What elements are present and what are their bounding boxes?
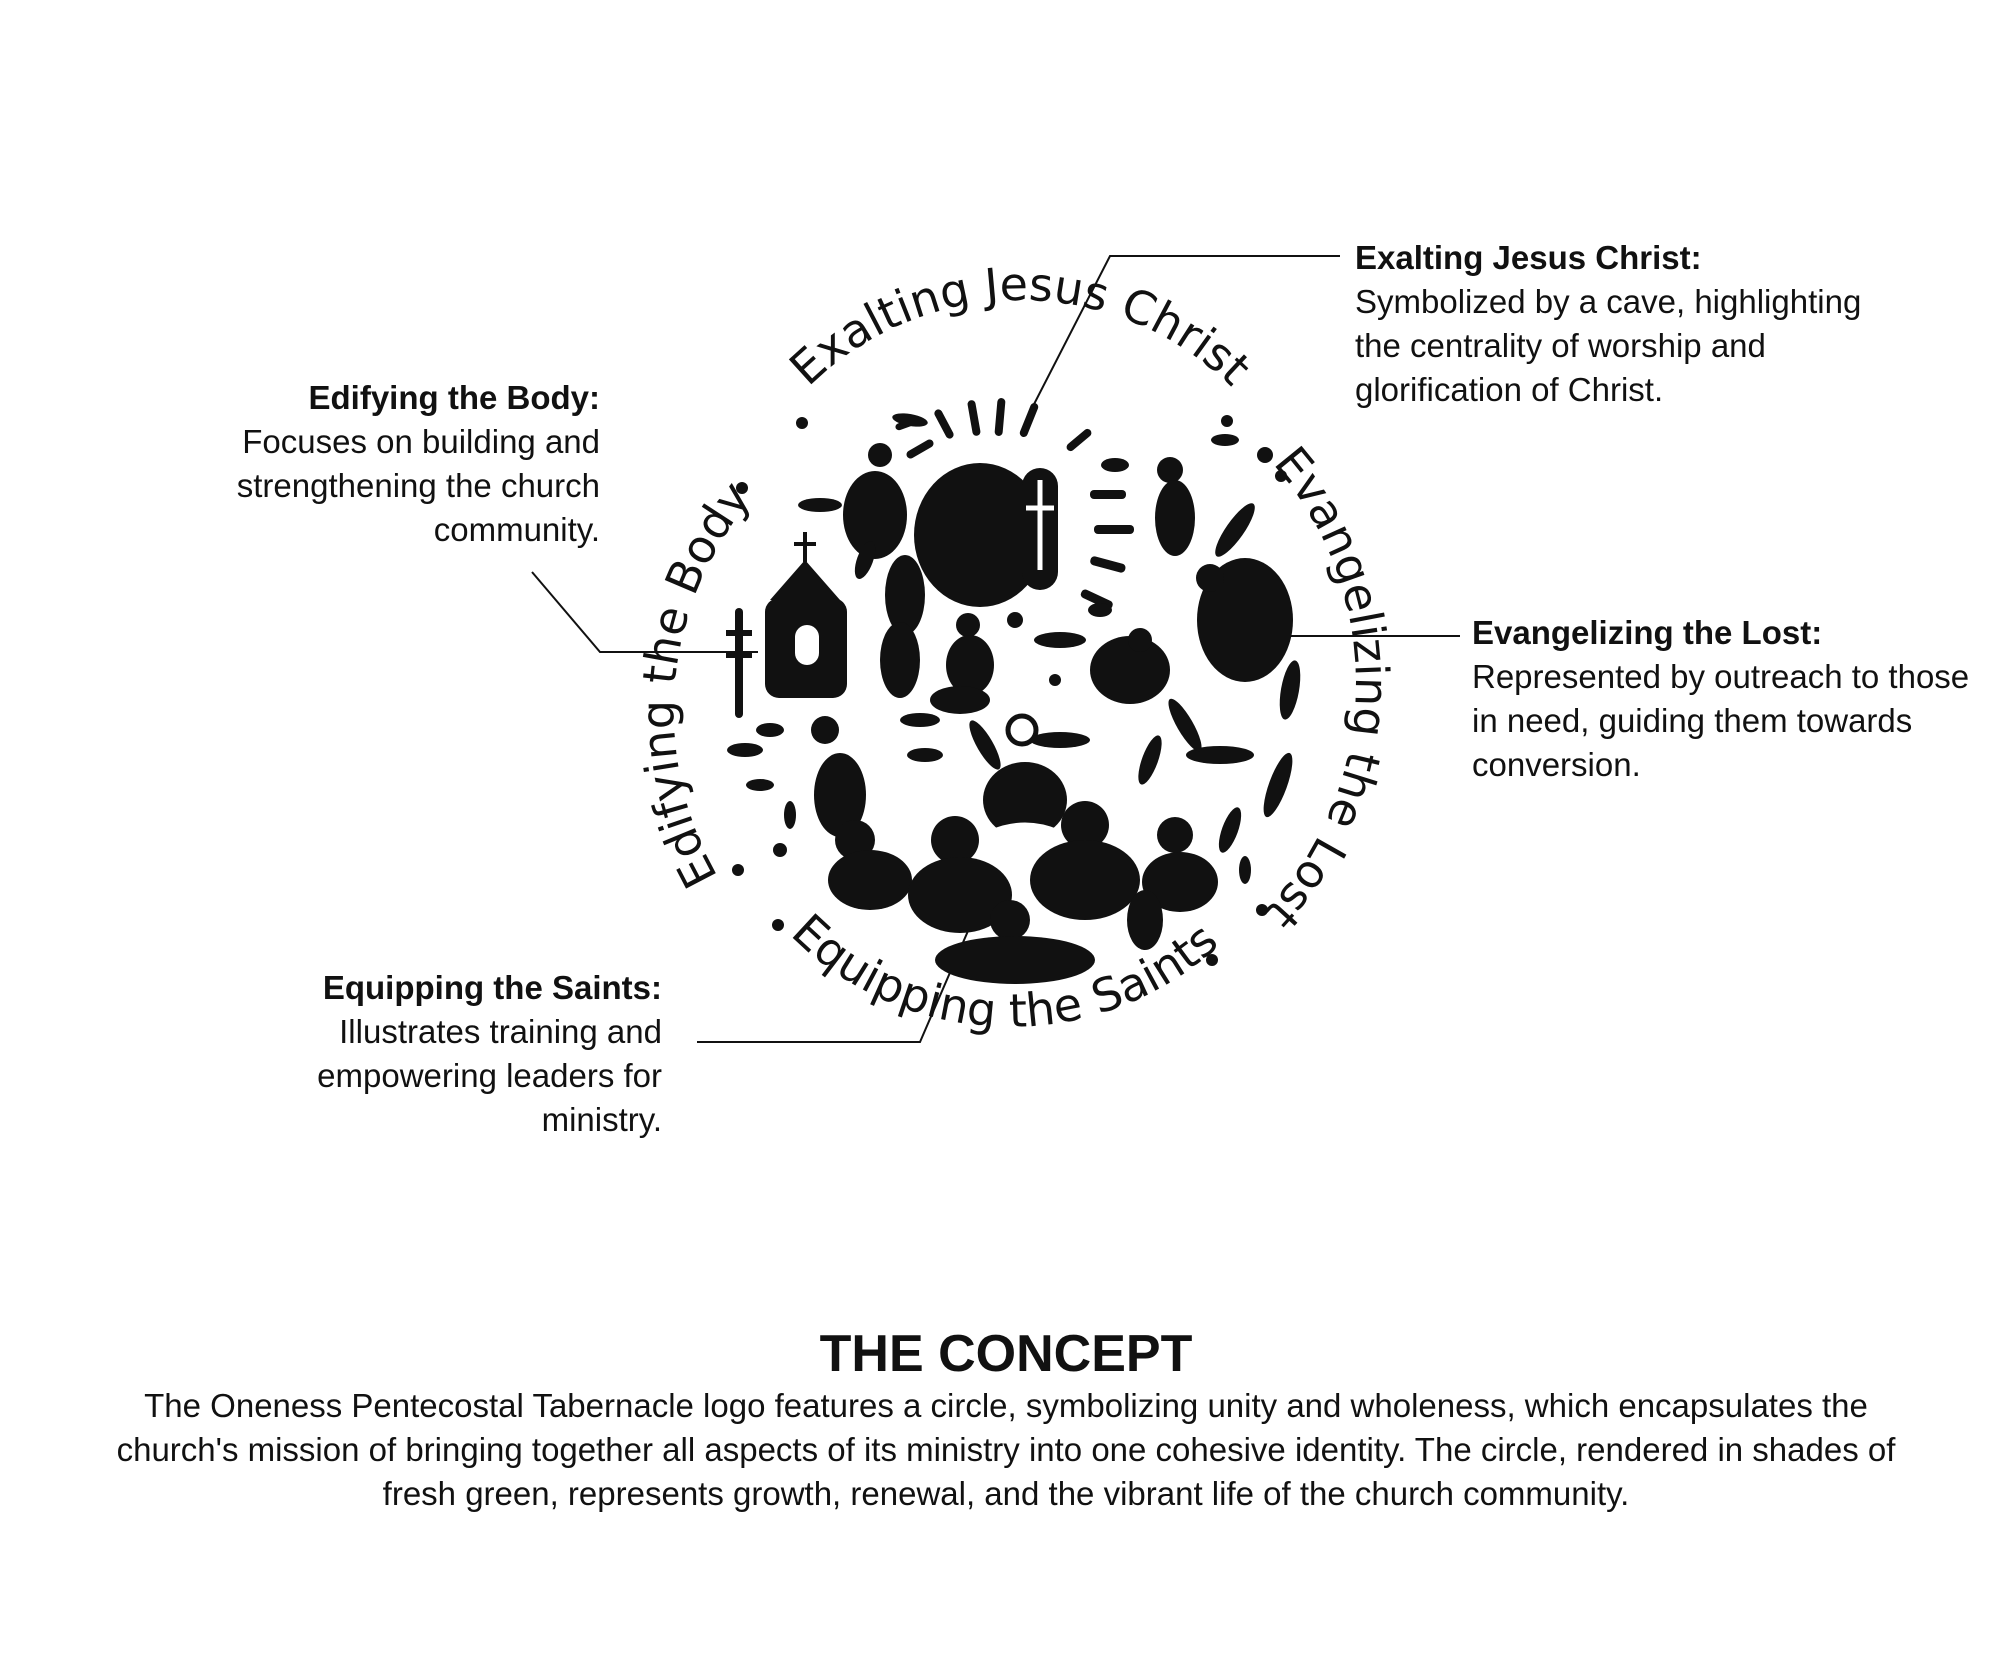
ring-label-evangelizing: Evangelizing the Lost — [1256, 436, 1399, 940]
decorative-marks — [727, 413, 1273, 884]
kneeling-figure-icon — [930, 613, 994, 714]
leader-lines — [531, 255, 1460, 1043]
callout-evangelizing: Evangelizing the Lost: Represented by ou… — [1472, 611, 1992, 787]
ring-dot — [732, 864, 744, 876]
ring-dot — [1221, 415, 1233, 427]
callout-edifying: Edifying the Body: Focuses on building a… — [150, 376, 600, 552]
callout-description: Represented by outreach to those in need… — [1472, 658, 1970, 783]
callout-title: Equipping the Saints: — [322, 969, 662, 1006]
ring-dot — [796, 417, 808, 429]
ring-dot — [1206, 954, 1218, 966]
callout-description: Illustrates training and empowering lead… — [317, 1013, 662, 1138]
ring-dot — [736, 482, 748, 494]
fish-icon — [1186, 503, 1301, 818]
callout-title: Evangelizing the Lost: — [1472, 614, 1823, 651]
teacher-figure-icon — [983, 713, 1067, 850]
ring-label-exalting: Exalting Jesus Christ — [779, 257, 1261, 396]
logo-illustration — [726, 398, 1301, 984]
people-group-icon — [811, 716, 1218, 984]
church-icon — [726, 532, 847, 718]
callout-equipping: Equipping the Saints: Illustrates traini… — [200, 966, 662, 1142]
callout-description: Symbolized by a cave, highlighting the c… — [1355, 283, 1862, 408]
leader-line-edifying — [531, 571, 758, 653]
callout-title: Edifying the Body: — [308, 379, 601, 416]
callout-description: Focuses on building and strengthening th… — [236, 423, 600, 548]
ring-dot — [772, 919, 784, 931]
ring-dot — [1275, 470, 1287, 482]
callout-title: Exalting Jesus Christ: — [1355, 239, 1702, 276]
leader-line-equipping — [697, 879, 991, 1043]
ring-dots — [732, 415, 1287, 966]
concept-title: THE CONCEPT — [819, 1325, 1193, 1383]
cave-icon — [914, 463, 1058, 607]
figure-icon — [843, 443, 925, 698]
concept-body: The Oneness Pentecostal Tabernacle logo … — [116, 1387, 1896, 1512]
callout-exalting: Exalting Jesus Christ: Symbolized by a c… — [1355, 236, 1875, 412]
ring-dot — [1256, 904, 1268, 916]
leader-line-exalting — [1029, 255, 1340, 413]
outreach-figure-icon — [1090, 457, 1293, 704]
